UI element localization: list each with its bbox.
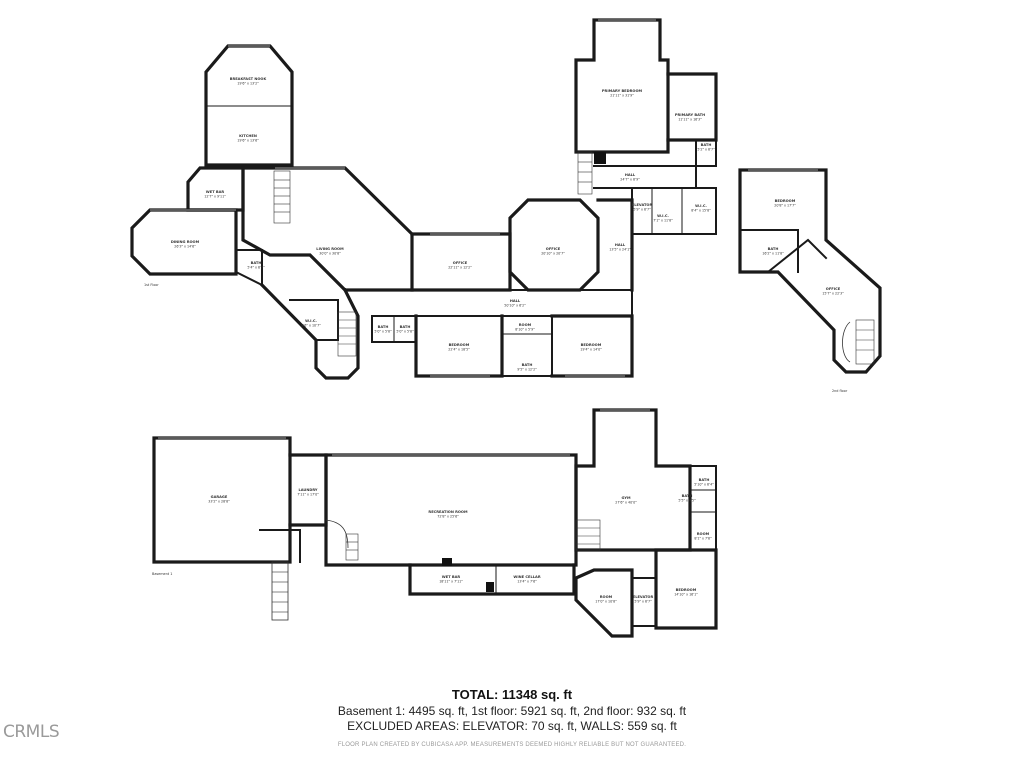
room-name-garage: GARAGE <box>211 495 228 499</box>
room-name-bedroom-1: BEDROOM <box>449 343 470 347</box>
room-dimensions-wine-cellar: 13'4" x 7'6" <box>517 580 537 584</box>
first-floor-plan: 1st Floor <box>130 18 718 380</box>
room-name-bath-3: BATH <box>400 325 411 329</box>
room-dimensions-bath-6: 16'2" x 11'8" <box>762 252 784 256</box>
room-dimensions-bedroom-3: 20'8" x 17'7" <box>774 204 796 208</box>
room-name-breakfast-nook: BREAKFAST NOOK <box>230 77 267 81</box>
label-first-floor: 1st Floor <box>144 283 159 287</box>
room-name-hall-1: HALL <box>510 299 521 303</box>
room-name-bath-5: BATH <box>701 143 712 147</box>
room-dimensions-hall-2: 13'5" x 24'1" <box>609 248 631 252</box>
room-dimensions-wic-2: 7'1" x 11'8" <box>653 219 673 223</box>
room-dimensions-office-1: 22'11" x 12'2" <box>448 266 472 270</box>
room-dimensions-bath-7: 5'10" x 6'4" <box>694 483 714 487</box>
room-dimensions-hall-3: 24'7" x 8'9" <box>620 178 640 182</box>
room-name-bath-1: BATH <box>251 261 262 265</box>
room-name-wet-bar-1: WET BAR <box>206 190 225 194</box>
stairs-recreation <box>325 519 359 561</box>
room-dimensions-elevator-1: 5'9" x 6'7" <box>633 208 651 212</box>
room-name-bath-2: BATH <box>378 325 389 329</box>
room-dimensions-bath-2: 5'0" x 5'8" <box>374 330 392 334</box>
room-name-bath-8: BATH <box>682 494 693 498</box>
room-name-room-2: ROOM <box>697 532 710 536</box>
footnote: FLOOR PLAN CREATED BY CUBICASA APP. MEAS… <box>337 742 687 748</box>
room-name-gym: GYM <box>621 496 630 500</box>
stairs-wic <box>337 311 357 357</box>
room-dimensions-bedroom-2: 19'4" x 14'0" <box>580 348 602 352</box>
room-dimensions-wet-bar-2: 18'11" x 7'11" <box>439 580 463 584</box>
room-dimensions-dining-room: 26'3" x 14'6" <box>174 245 196 249</box>
room-dimensions-elevator-2: 5'9" x 6'7" <box>634 600 652 604</box>
crmls-logo: CRMLS <box>3 722 60 742</box>
room-dimensions-wic-3: 8'4" x 15'8" <box>691 209 711 213</box>
room-dimensions-hall-1: 50'10" x 6'2" <box>504 304 526 308</box>
stairs-second-floor <box>842 319 875 365</box>
stairs-gym <box>575 519 601 551</box>
basement-plan: Basement 1 <box>152 408 718 638</box>
room-name-hall-3: HALL <box>625 173 636 177</box>
room-dimensions-bath-3: 5'0" x 5'8" <box>396 330 414 334</box>
room-dimensions-room-1: 8'10" x 5'9" <box>515 328 535 332</box>
room-name-living-room: LIVING ROOM <box>316 247 344 251</box>
room-name-bedroom-4: BEDROOM <box>676 588 697 592</box>
floor-areas: Basement 1: 4495 sq. ft, 1st floor: 5921… <box>337 704 687 718</box>
room-dimensions-primary-bath: 11'11" x 16'3" <box>678 118 702 122</box>
room-dimensions-bedroom-4: 14'10" x 16'1" <box>674 593 698 597</box>
label-basement: Basement 1 <box>152 572 172 576</box>
room-name-wic-1: W.I.C. <box>305 319 317 323</box>
second-floor-plan: 2nd floor <box>738 168 882 393</box>
room-name-laundry: LAUNDRY <box>298 488 317 492</box>
room-dimensions-wet-bar-1: 12'7" x 9'11" <box>204 195 226 199</box>
room-dimensions-laundry: 7'11" x 17'0" <box>297 493 319 497</box>
room-name-hall-2: HALL <box>615 243 626 247</box>
floor-plan-drawing: 1st Floor 2nd floor <box>130 18 882 638</box>
room-name-recreation-room: RECREATION ROOM <box>428 510 468 514</box>
room-dimensions-breakfast-nook: 19'6" x 13'2" <box>237 82 259 86</box>
room-name-bath-7: BATH <box>699 478 710 482</box>
stairs-garage <box>271 561 289 621</box>
room-name-wet-bar-2: WET BAR <box>442 575 461 579</box>
room-dimensions-office-3: 15'7" x 22'3" <box>822 292 844 296</box>
room-dimensions-primary-bedroom: 21'11" x 31'9" <box>610 94 634 98</box>
room-name-bedroom-3: BEDROOM <box>775 199 796 203</box>
room-dimensions-bath-8: 5'5" x 4'5" <box>678 499 696 503</box>
room-dimensions-garage: 33'2" x 28'8" <box>208 500 230 504</box>
room-name-room-1: ROOM <box>519 323 532 327</box>
room-name-wic-3: W.I.C. <box>695 204 707 208</box>
room-dimensions-gym: 27'6" x 40'0" <box>615 501 637 505</box>
room-name-room-3: ROOM <box>600 595 613 599</box>
room-name-office-1: OFFICE <box>453 261 468 265</box>
room-dimensions-kitchen: 19'6" x 13'6" <box>237 139 259 143</box>
room-name-wine-cellar: WINE CELLAR <box>513 575 540 579</box>
room-dimensions-wic-1: 8'6" x 10'7" <box>301 324 321 328</box>
room-name-office-3: OFFICE <box>826 287 841 291</box>
room-dimensions-room-3: 17'0" x 10'8" <box>595 600 617 604</box>
room-dimensions-living-room: 30'0" x 30'8" <box>319 252 341 256</box>
total-area: TOTAL: 11348 sq. ft <box>451 687 573 702</box>
label-second-floor: 2nd floor <box>832 389 848 393</box>
room-dimensions-room-2: 8'1" x 7'6" <box>694 537 712 541</box>
room-name-elevator-2: ELEVATOR <box>633 595 654 599</box>
room-dimensions-bath-1: 5'4" x 6'7" <box>247 266 265 270</box>
room-name-primary-bath: PRIMARY BATH <box>675 113 705 117</box>
room-name-bedroom-2: BEDROOM <box>581 343 602 347</box>
excluded-areas: EXCLUDED AREAS: ELEVATOR: 70 sq. ft, WAL… <box>347 719 677 733</box>
room-name-bath-4: BATH <box>522 363 533 367</box>
room-name-dining-room: DINING ROOM <box>171 240 200 244</box>
room-name-bath-6: BATH <box>768 247 779 251</box>
room-name-office-2: OFFICE <box>546 247 561 251</box>
room-dimensions-bath-5: 5'2" x 8'7" <box>697 148 715 152</box>
room-name-primary-bedroom: PRIMARY BEDROOM <box>602 89 643 93</box>
room-name-elevator-1: ELEVATOR <box>632 203 653 207</box>
room-name-wic-2: W.I.C. <box>657 214 669 218</box>
room-dimensions-recreation-room: 72'8" x 25'6" <box>437 515 459 519</box>
room-name-kitchen: KITCHEN <box>239 134 257 138</box>
room-dimensions-office-2: 20'10" x 20'7" <box>541 252 565 256</box>
room-dimensions-bedroom-1: 22'4" x 18'5" <box>448 348 470 352</box>
room-dimensions-bath-4: 9'5" x 12'2" <box>517 368 537 372</box>
stairs-primary <box>577 151 593 195</box>
stairs-first-floor <box>273 170 291 224</box>
